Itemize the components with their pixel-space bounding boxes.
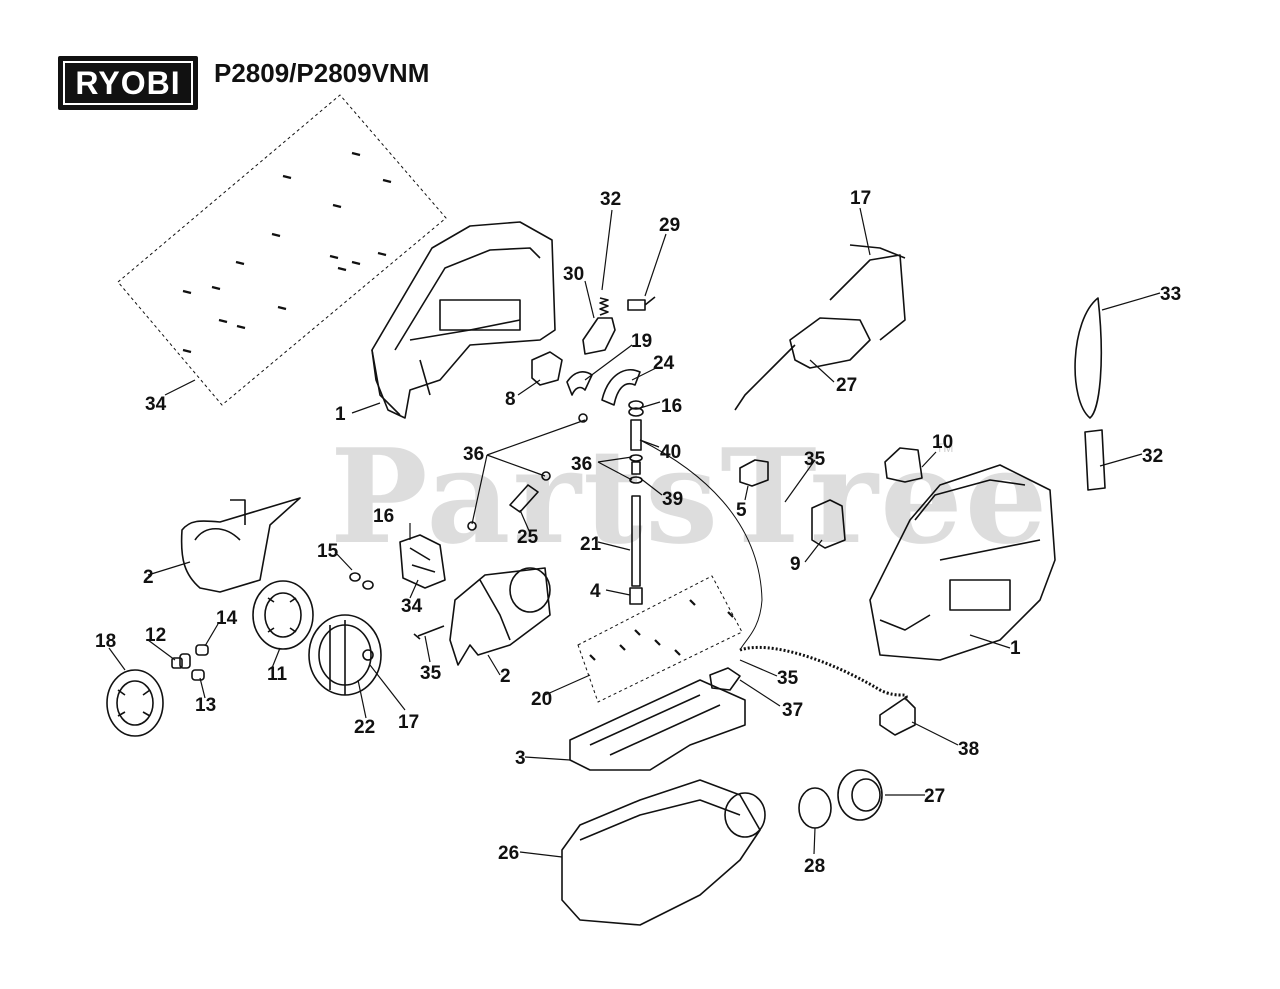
callout: 17 [398, 712, 419, 733]
callout: 16 [661, 396, 682, 417]
part-block [531, 351, 563, 386]
part-cap [837, 769, 883, 821]
callout: 24 [653, 353, 675, 374]
wire-harness [639, 439, 763, 651]
callout: 4 [590, 581, 601, 602]
callout: 33 [1160, 284, 1181, 305]
part-tube-stack [628, 400, 644, 605]
callout: 5 [736, 500, 747, 521]
callout: 2 [143, 567, 154, 588]
logo-text: RYOBI [75, 64, 181, 101]
part-bracket [582, 317, 616, 355]
callout: 1 [1010, 638, 1021, 659]
callout: 2 [500, 666, 511, 687]
callout: 1 [335, 404, 346, 425]
part-ring-nut [252, 580, 314, 650]
part-pump-motor [734, 244, 906, 411]
callout: 27 [836, 375, 857, 396]
callout: 35 [804, 449, 826, 470]
part-battery-plug [879, 697, 916, 736]
callout: 22 [354, 717, 375, 738]
callout: 36 [571, 454, 592, 475]
screw-kit-outline [117, 94, 447, 406]
callout: 30 [563, 264, 584, 285]
part-bracket-2 [811, 499, 846, 549]
screw-kit-screws [182, 151, 392, 354]
part-shroud-left [180, 497, 301, 593]
part-spring [599, 297, 609, 316]
callout: 26 [498, 843, 519, 864]
callout: 28 [804, 856, 825, 877]
callout: 34 [145, 394, 167, 415]
watermark: PartsTree [330, 420, 1050, 573]
callout: 20 [531, 689, 552, 710]
part-micro-switch [627, 296, 656, 311]
part-gasket-ring [106, 669, 164, 737]
part-bolt [413, 625, 445, 640]
callout: 40 [660, 442, 681, 463]
part-o-rings [349, 572, 374, 590]
callout: 35 [420, 663, 442, 684]
part-tank [561, 779, 766, 926]
callout: 35 [777, 668, 799, 689]
part-housing-right [869, 464, 1056, 661]
callout: 16 [373, 506, 394, 527]
part-plug [884, 447, 923, 483]
callout: 39 [662, 489, 683, 510]
callout: 12 [145, 625, 166, 646]
callout: 3 [515, 748, 526, 769]
callout: 38 [958, 739, 979, 760]
callout: 32 [1142, 446, 1163, 467]
callout: 9 [790, 554, 801, 575]
part-switch [399, 534, 446, 589]
part-shroud-right [449, 567, 551, 666]
callout: 32 [600, 189, 621, 210]
part-connector [709, 667, 741, 691]
logo-border: RYOBI [63, 61, 193, 105]
part-latch [739, 459, 769, 487]
part-motor-end-cap [308, 614, 382, 696]
part-housing-left [371, 221, 556, 419]
part-clip [1084, 429, 1106, 491]
callout: 25 [517, 527, 539, 548]
callout: 15 [317, 541, 339, 562]
callout: 14 [216, 608, 238, 629]
callout: 21 [580, 534, 602, 555]
ryobi-logo: RYOBI [58, 56, 198, 110]
base-screw-group-outline [577, 575, 743, 703]
model-title: P2809/P2809VNM [214, 58, 430, 88]
callout: 10 [932, 432, 953, 453]
part-nozzle [509, 484, 539, 513]
callout: 19 [631, 331, 652, 352]
leader-lines [108, 207, 1161, 858]
part-lanyard [1074, 297, 1103, 419]
part-hose-elbow [566, 371, 593, 396]
part-fittings [171, 644, 209, 681]
part-base [569, 679, 746, 771]
callout: 27 [924, 786, 945, 807]
callout: 37 [782, 700, 803, 721]
callout-labels: 34 1 32 29 30 19 24 8 16 40 36 36 39 25 … [95, 188, 1181, 877]
callout: 34 [401, 596, 423, 617]
part-hose-curved [601, 369, 641, 406]
callout: 36 [463, 444, 484, 465]
coiled-cord [739, 645, 908, 701]
part-seal [798, 787, 832, 829]
base-screws [589, 599, 734, 661]
callout: 17 [850, 188, 871, 209]
callout: 29 [659, 215, 680, 236]
callout: 18 [95, 631, 116, 652]
callout: 8 [505, 389, 516, 410]
watermark-tm: TM [936, 441, 954, 455]
callout: 11 [267, 664, 288, 685]
callout: 13 [195, 695, 216, 716]
